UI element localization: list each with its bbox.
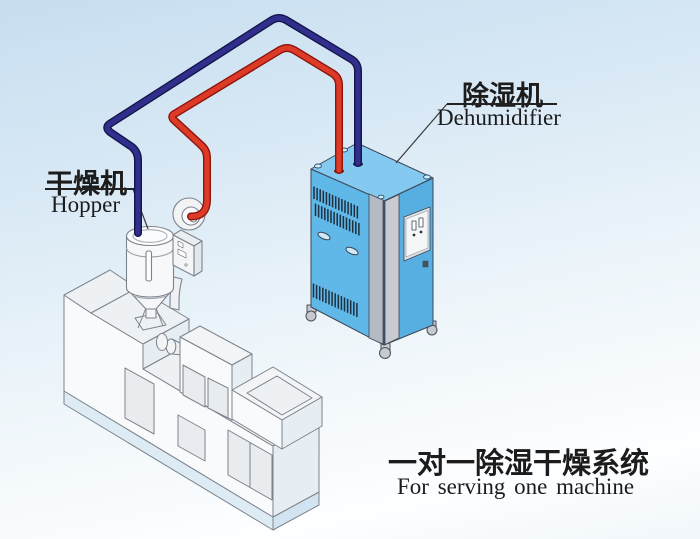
- box-m-window-1: [182, 364, 206, 408]
- front-window-2: [177, 414, 206, 462]
- dehumidifier-label-underline: [447, 103, 557, 105]
- cabinet-vents: [312, 186, 360, 318]
- corner-trim-left: [368, 193, 384, 345]
- dehumidifier-label-en: Dehumidifier: [437, 105, 561, 130]
- front-window-1: [124, 367, 155, 435]
- caster-wheel-front: [379, 347, 391, 359]
- pendant-right: [193, 240, 203, 277]
- caster-wheel-left: [305, 310, 317, 322]
- box-r-front: [231, 389, 283, 450]
- hopper-label-en: Hopper: [51, 192, 120, 217]
- blue-pipe-core: [104, 15, 361, 236]
- display-2: [418, 217, 424, 228]
- top-port-1: [314, 163, 322, 169]
- top-port-4: [377, 194, 385, 200]
- red-pipe-core: [169, 45, 342, 220]
- dehumidifier-label-zh: 除湿机: [462, 81, 543, 111]
- display-1: [411, 220, 417, 231]
- vent-oval-1: [317, 231, 331, 241]
- barrel-ring-1: [156, 333, 168, 351]
- dehumidifier-cabinet: [305, 142, 438, 359]
- vent-oval-2: [345, 246, 359, 256]
- hopper-label-underline: [45, 188, 134, 190]
- corner-trim-right: [384, 194, 400, 345]
- dehumidifier-leader-line: [395, 103, 448, 164]
- caption-en: For serving one machine: [397, 474, 635, 499]
- box-m-window-2: [207, 377, 229, 419]
- box-r-top-inset: [246, 375, 313, 416]
- top-port-3: [423, 174, 431, 180]
- hopper-sight-glass: [145, 250, 153, 282]
- door-lock: [422, 260, 429, 268]
- caption-zh: 一对一除湿干燥系统: [388, 448, 650, 480]
- extruder-machine: [63, 269, 323, 531]
- hopper-label-zh: 干燥机: [46, 169, 127, 199]
